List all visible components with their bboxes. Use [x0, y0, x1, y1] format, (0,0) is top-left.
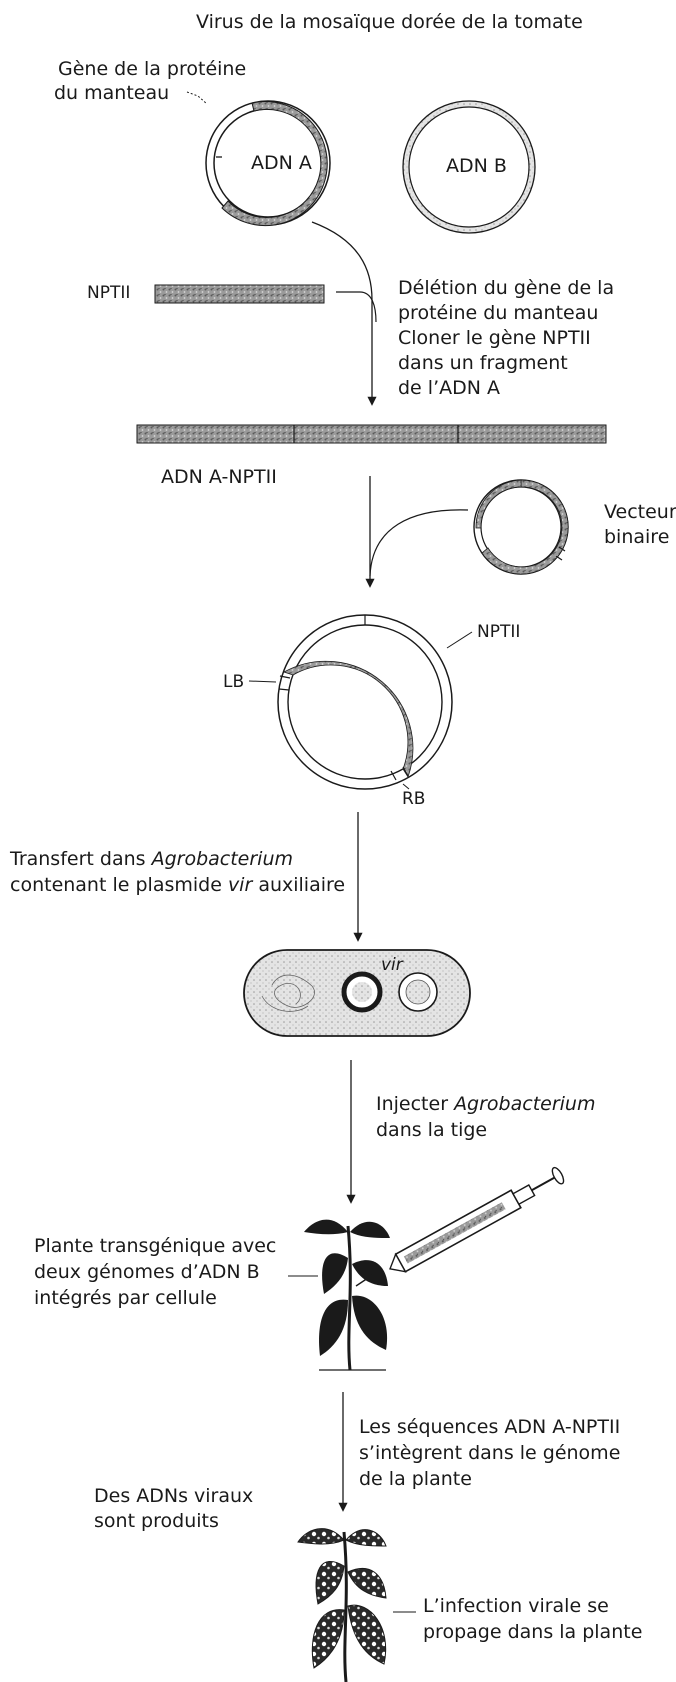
step4-line3: de la plante [359, 1468, 472, 1490]
step3-line1: Injecter Agrobacterium [376, 1093, 596, 1115]
transgenic-plant [304, 1220, 390, 1370]
binary-vector [474, 480, 568, 574]
step4-line2: s’intègrent dans le génome [359, 1442, 620, 1464]
nptii-label: NPTII [87, 283, 130, 303]
lb-pointer [249, 681, 276, 682]
plant2-left-line1: Des ADNs viraux [94, 1485, 253, 1507]
plant2-left-line2: sont produits [94, 1510, 219, 1532]
plant2-right-line2: propage dans la plante [423, 1621, 642, 1643]
vector-label-line1: Vecteur [604, 501, 676, 523]
adn-a-nptii-construct [137, 425, 606, 443]
lb-label: LB [223, 672, 244, 692]
nptii-fragment [155, 285, 324, 303]
nptii-pointer [447, 632, 472, 648]
step2-line1: Transfert dans Agrobacterium [9, 848, 293, 870]
adn-b-label: ADN B [446, 155, 507, 177]
step2-line2: contenant le plasmide vir auxiliaire [10, 874, 345, 896]
plant1-line2: deux génomes d’ADN B [34, 1261, 260, 1283]
step1-line5: de l’ADN A [398, 377, 500, 399]
arrow-step1 [312, 222, 372, 404]
figure-title: Virus de la mosaïque dorée de la tomate [196, 11, 583, 33]
coat-gene-pointer [187, 92, 207, 104]
recombinant-plasmid [278, 615, 452, 789]
coat-gene-label-line1: Gène de la protéine [58, 58, 246, 80]
step1-line3: Cloner le gène NPTII [398, 327, 591, 349]
rb-label: RB [402, 789, 425, 809]
agrobacterium-cell [244, 950, 470, 1036]
nptii-connector [336, 292, 376, 322]
plant2-right-line1: L’infection virale se [423, 1595, 609, 1617]
recombinant-nptii-label: NPTII [477, 622, 520, 642]
construct-label: ADN A-NPTII [161, 466, 277, 488]
step1-line1: Délétion du gène de la [398, 277, 614, 299]
vir-label: vir [381, 955, 404, 975]
plant1-line1: Plante transgénique avec [34, 1235, 276, 1257]
step1-line4: dans un fragment [398, 352, 568, 374]
plant1-line3: intégrés par cellule [34, 1287, 217, 1309]
vector-label-line2: binaire [604, 526, 669, 548]
step1-line2: protéine du manteau [398, 302, 598, 324]
infected-plant [298, 1529, 386, 1682]
step4-line1: Les séquences ADN A-NPTII [359, 1416, 620, 1438]
adn-a-label: ADN A [251, 152, 312, 174]
step3-line2: dans la tige [376, 1119, 487, 1141]
vector-merge-curve [370, 510, 468, 576]
syringe [356, 1165, 566, 1286]
coat-gene-label-line2: du manteau [54, 82, 169, 104]
